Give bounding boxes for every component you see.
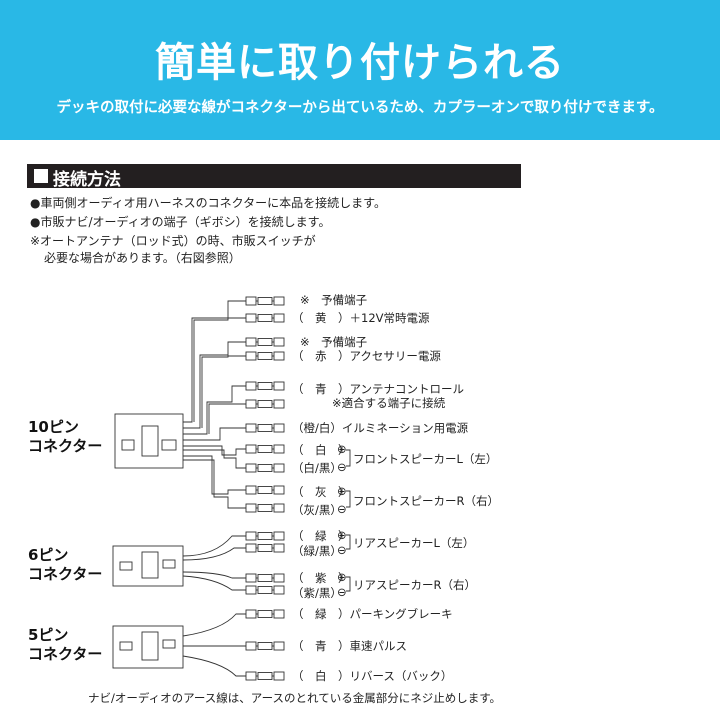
banner-title: 簡単に取り付けられる xyxy=(155,40,565,86)
terminal-yellow-spare xyxy=(245,296,285,306)
wire-white-black xyxy=(183,449,246,469)
label-purple: （ 紫 ） xyxy=(292,571,350,585)
terminal-blue-speed xyxy=(245,641,285,651)
header-banner: 簡単に取り付けられる デッキの取付に必要な線がコネクターから出ているため、カプラ… xyxy=(0,0,720,140)
square-icon xyxy=(34,169,48,183)
plus-icon: ⊕ xyxy=(337,570,347,584)
label-green: （ 緑 ） xyxy=(292,529,350,543)
wire-purple xyxy=(182,571,246,579)
banner-subtitle: デッキの取付に必要な線がコネクターから出ているため、カプラーオンで取り付けできま… xyxy=(56,100,664,116)
terminal-red xyxy=(245,351,285,361)
label-front-right: フロントスピーカーR（右） xyxy=(353,494,499,508)
label-blue-speed: （ 青 ）車速パルス xyxy=(292,639,407,653)
label-green-parking: （ 緑 ）パーキングブレーキ xyxy=(292,607,453,621)
terminal-blue-a xyxy=(245,381,285,391)
bracket-front-right xyxy=(346,490,351,508)
footer-note: ナビ/オーディオのアース線は、アースのとれている金属部分にネジ止めします。 xyxy=(88,691,502,705)
wire-yellow-spare xyxy=(183,300,246,423)
note-1: ●車両側オーディオ用ハーネスのコネクターに本品を接続します。 xyxy=(30,196,386,210)
wire-blue-a xyxy=(183,385,246,435)
section-title: 接続方法 xyxy=(53,170,121,190)
bracket-front-left xyxy=(346,449,351,467)
terminal-gray-black xyxy=(245,503,285,513)
connector-6pin-label: 6ピン コネクター xyxy=(28,546,103,583)
label-white-reverse: （ 白 ）リバース（バック） xyxy=(292,669,453,683)
wire-green-black xyxy=(182,547,246,561)
label-yellow-spare: ※ 予備端子 xyxy=(300,293,368,307)
bracket-rear-left xyxy=(346,534,351,550)
minus-icon: ⊖ xyxy=(337,502,347,516)
plus-icon: ⊕ xyxy=(337,442,347,456)
wire-white xyxy=(183,445,246,456)
note-3: ※オートアンテナ（ロッド式）の時、市販スイッチが xyxy=(30,234,316,248)
label-gray-black: （灰/黒） xyxy=(292,503,342,517)
note-2: ●市販ナビ/オーディオの端子（ギボシ）を接続します。 xyxy=(30,215,331,229)
label-blue-antenna: （ 青 ）アンテナコントロール xyxy=(292,382,465,396)
minus-icon: ⊖ xyxy=(337,585,347,599)
label-purple-black: （紫/黒） xyxy=(292,586,342,600)
wire-gray-black xyxy=(183,459,246,509)
wire-green-parking xyxy=(182,613,246,637)
terminal-green-black xyxy=(245,543,285,553)
label-white-black: （白/黒） xyxy=(292,461,342,475)
terminal-green xyxy=(245,531,285,541)
note-4: 必要な場合があります。（右図参照） xyxy=(44,251,241,265)
bracket-rear-right xyxy=(346,576,351,592)
terminal-white-reverse xyxy=(245,671,285,681)
plus-icon: ⊕ xyxy=(337,528,347,542)
connector-5pin-body xyxy=(112,625,184,669)
label-orange-white: （橙/白）イルミネーション用電源 xyxy=(292,421,469,435)
terminal-red-spare xyxy=(245,337,285,347)
label-rear-left: リアスピーカーL（左） xyxy=(353,536,475,550)
wire-white-reverse xyxy=(182,655,246,677)
plus-icon: ⊕ xyxy=(337,484,347,498)
label-white: （ 白 ） xyxy=(292,443,350,457)
label-rear-right: リアスピーカーR（右） xyxy=(353,578,476,592)
terminal-yellow xyxy=(245,313,285,323)
terminal-gray xyxy=(245,485,285,495)
connector-5pin-label: 5ピン コネクター xyxy=(28,626,103,663)
label-red: （ 赤 ）アクセサリー電源 xyxy=(292,349,441,363)
terminal-white-black xyxy=(245,463,285,473)
section-header: 接続方法 xyxy=(27,164,521,190)
wire-red xyxy=(201,355,246,428)
terminal-green-parking xyxy=(245,609,285,619)
wire-gray xyxy=(183,455,246,495)
wire-red-spare xyxy=(183,341,246,429)
terminal-blue-b xyxy=(245,399,285,409)
connector-10pin-body xyxy=(114,413,184,469)
wire-blue-b xyxy=(208,403,246,434)
terminal-purple-black xyxy=(245,585,285,595)
minus-icon: ⊖ xyxy=(337,460,347,474)
terminal-white xyxy=(245,444,285,454)
terminal-purple xyxy=(245,573,285,583)
wire-yellow xyxy=(193,317,246,422)
wire-green xyxy=(182,535,246,557)
minus-icon: ⊖ xyxy=(337,543,347,557)
connector-6pin-body xyxy=(112,545,184,587)
label-yellow: （ 黄 ）＋12V常時電源 xyxy=(292,311,430,325)
connector-10pin-label: 10ピン コネクター xyxy=(28,418,103,455)
label-green-black: （緑/黒） xyxy=(292,544,342,558)
terminal-orange-white xyxy=(245,423,285,433)
label-red-spare: ※ 予備端子 xyxy=(300,335,368,349)
label-gray: （ 灰 ） xyxy=(292,485,350,499)
label-front-left: フロントスピーカーL（左） xyxy=(353,452,498,466)
wire-orange-white xyxy=(183,427,246,441)
label-blue-note: ※適合する端子に接続 xyxy=(332,396,446,410)
wire-purple-black xyxy=(182,575,246,591)
